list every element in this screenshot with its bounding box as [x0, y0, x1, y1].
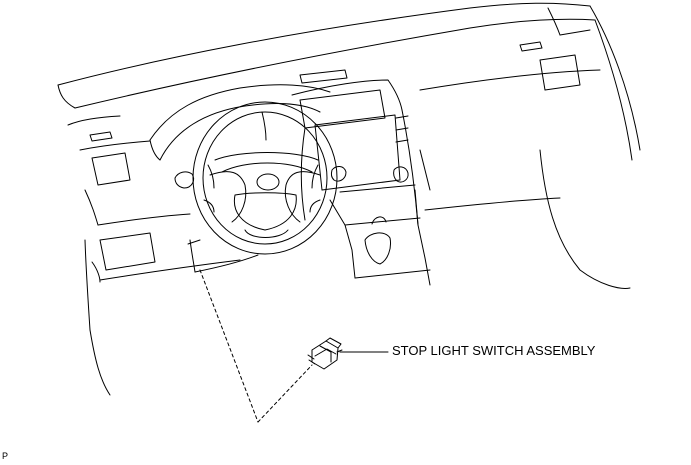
left-dashboard-side — [67, 115, 241, 396]
steering-column — [187, 239, 259, 273]
dashboard-top — [57, 2, 641, 161]
center-stack — [291, 69, 431, 286]
instrument-cluster — [149, 84, 331, 189]
corner-mark: P — [2, 451, 9, 461]
stop-light-switch-part — [307, 337, 343, 370]
steering-wheel — [192, 101, 338, 255]
right-dashboard-side — [419, 54, 631, 289]
callout-leader-lines — [199, 269, 313, 423]
stop-light-switch-label: STOP LIGHT SWITCH ASSEMBLY — [392, 343, 596, 358]
